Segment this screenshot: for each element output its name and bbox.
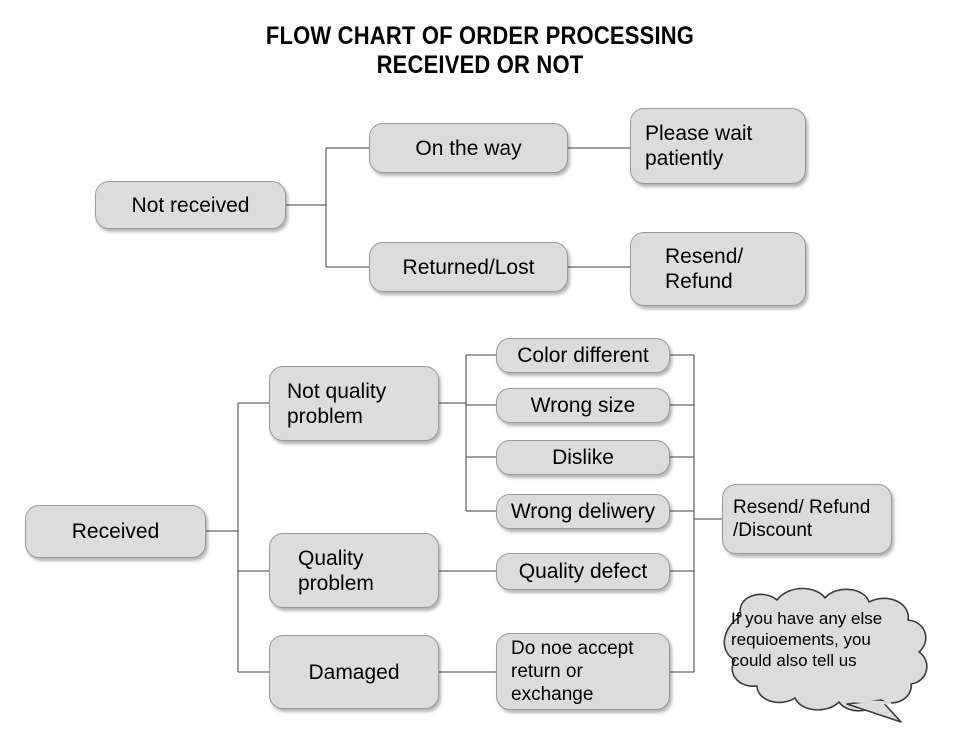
node-label: Resend/ Refund xyxy=(665,245,744,293)
node-label: Damaged xyxy=(308,660,400,684)
node-label: Dislike xyxy=(552,446,614,469)
node-label: Color different xyxy=(517,344,649,367)
node-label: Not received xyxy=(131,193,250,217)
node-dislike[interactable]: Dislike xyxy=(496,440,670,475)
node-wrong-deliwery[interactable]: Wrong deliwery xyxy=(496,494,670,529)
node-label: Not quality problem xyxy=(287,379,387,428)
node-label: Received xyxy=(71,520,160,543)
node-color-different[interactable]: Color different xyxy=(496,338,670,373)
node-label: Wrong size xyxy=(530,394,636,417)
speech-bubble-shape xyxy=(723,587,928,723)
node-label: Please wait patiently xyxy=(645,122,753,170)
node-resend-refund-discount[interactable]: Resend/ Refund /Discount xyxy=(722,484,892,554)
note-bubble-text: If you have any else requioements, you c… xyxy=(731,609,883,670)
node-wrong-size[interactable]: Wrong size xyxy=(496,388,670,423)
node-not-received[interactable]: Not received xyxy=(95,181,286,229)
node-please-wait-patiently[interactable]: Please wait patiently xyxy=(630,108,806,184)
node-quality-defect[interactable]: Quality defect xyxy=(496,553,670,590)
node-label: On the way xyxy=(415,136,522,160)
node-label: Resend/ Refund /Discount xyxy=(733,497,871,541)
node-received[interactable]: Received xyxy=(25,505,206,558)
node-label: Wrong deliwery xyxy=(510,500,656,523)
note-speech-bubble[interactable]: If you have any else requioements, you c… xyxy=(705,586,950,726)
node-do-noe-accept[interactable]: Do noe accept return or exchange xyxy=(496,633,670,710)
node-damaged[interactable]: Damaged xyxy=(269,635,439,709)
node-label: Do noe accept return or exchange xyxy=(511,638,634,705)
node-returned-lost[interactable]: Returned/Lost xyxy=(369,242,568,292)
page-title: FLOW CHART OF ORDER PROCESSING RECEIVED … xyxy=(265,22,695,79)
node-quality-problem[interactable]: Quality problem xyxy=(269,533,439,608)
node-label: Returned/Lost xyxy=(402,255,535,279)
node-on-the-way[interactable]: On the way xyxy=(369,123,568,173)
node-not-quality-problem[interactable]: Not quality problem xyxy=(269,366,439,441)
node-label: Quality problem xyxy=(298,546,374,595)
node-resend-refund[interactable]: Resend/ Refund xyxy=(630,232,806,306)
node-label: Quality defect xyxy=(518,560,648,583)
